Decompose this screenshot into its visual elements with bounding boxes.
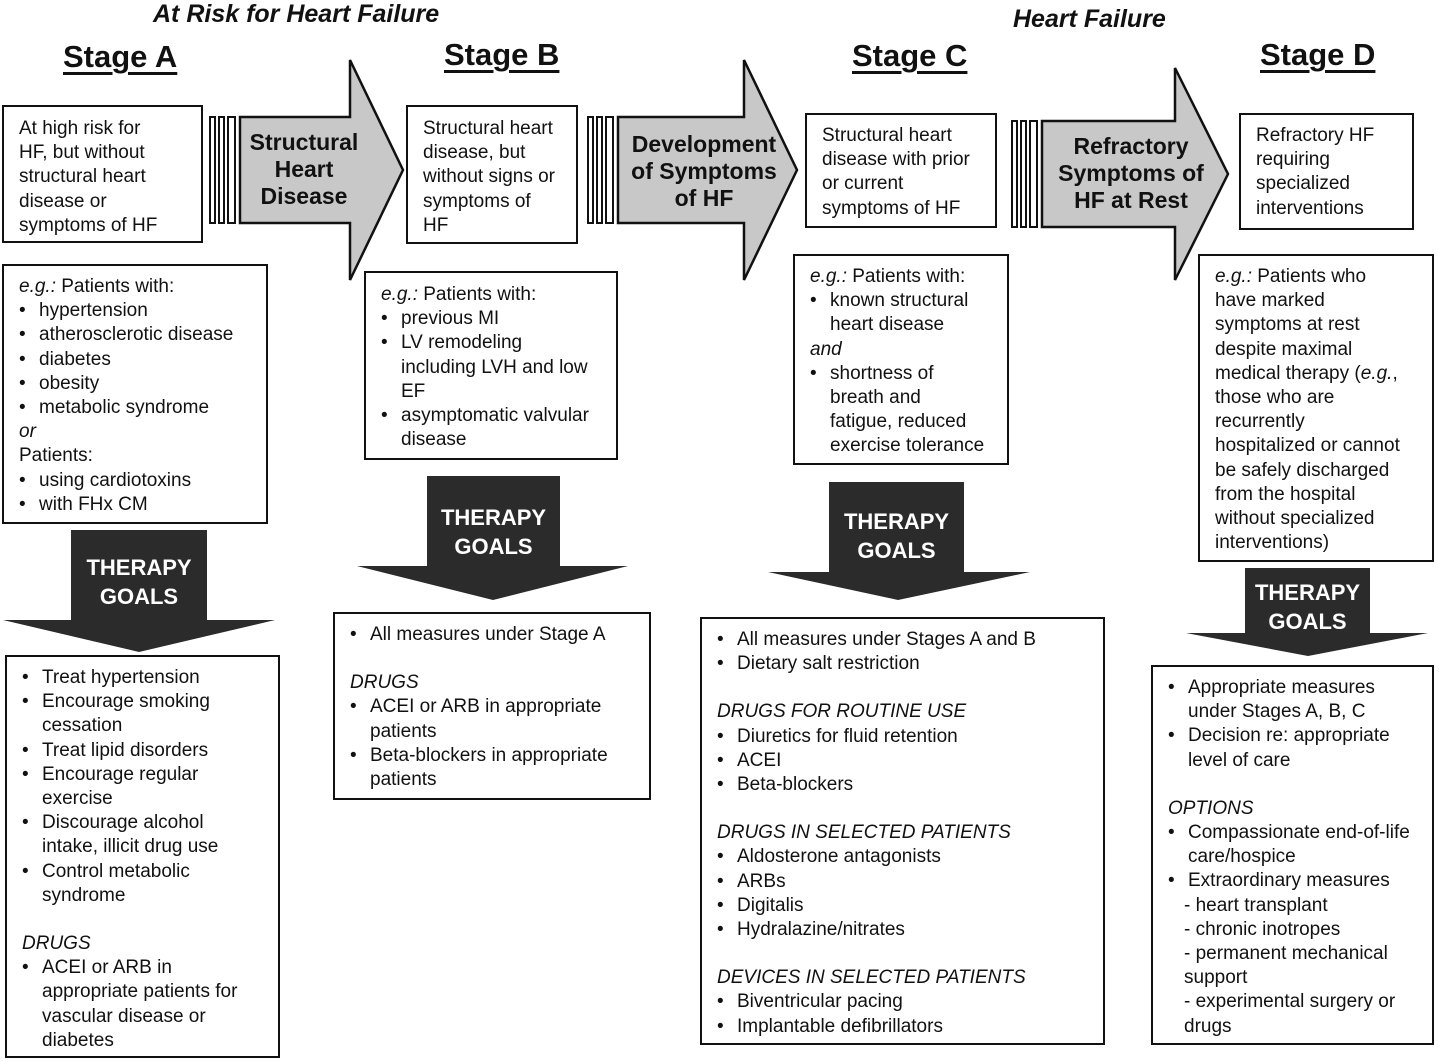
stage-c-goals: All measures under Stages A and B Dietar… [700, 617, 1105, 1045]
therapy-arrow-a [3, 530, 275, 652]
transition-arrow-cd [1011, 67, 1230, 281]
heart-failure-header: Heart Failure [1013, 5, 1166, 33]
stage-b-examples: e.g.: Patients with: previous MI LV remo… [364, 271, 618, 460]
therapy-arrow-b [357, 476, 628, 600]
stage-a-examples: e.g.: Patients with: hypertension athero… [2, 264, 268, 524]
stage-a-title: Stage A [63, 39, 178, 74]
therapy-arrow-c [768, 482, 1030, 600]
stage-c-title: Stage C [852, 38, 968, 73]
at-risk-header: At Risk for Heart Failure [153, 0, 440, 28]
stage-b-goals: All measures under Stage A DRUGS ACEI or… [333, 612, 651, 800]
stage-a-goals: Treat hypertension Encourage smokingcess… [5, 655, 280, 1058]
stage-d-examples: e.g.: Patients who have marked symptoms … [1198, 254, 1434, 562]
transition-arrow-bc [587, 59, 799, 281]
therapy-arrow-d [1186, 568, 1428, 656]
stage-c-examples: e.g.: Patients with: known structuralhea… [793, 254, 1009, 465]
stage-d-title: Stage D [1260, 37, 1376, 72]
stage-b-title: Stage B [444, 37, 560, 72]
transition-arrow-ab [209, 59, 405, 281]
